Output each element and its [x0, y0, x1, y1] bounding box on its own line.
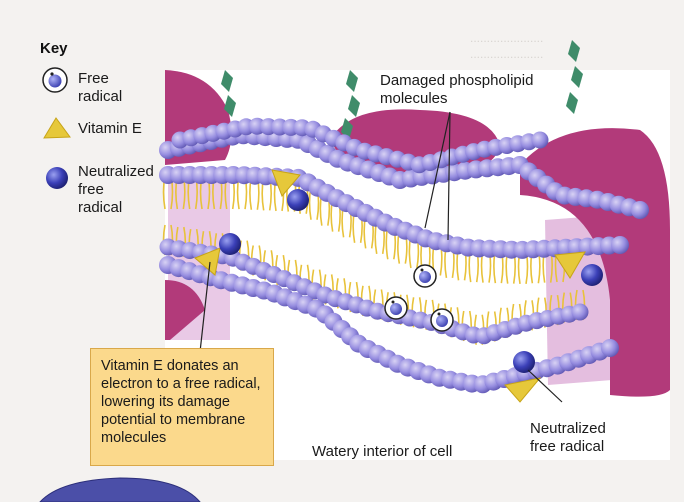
phospholipid-head	[571, 303, 589, 321]
neutralized-radical	[513, 351, 535, 373]
background-text: ........................................…	[470, 31, 544, 61]
free-radical	[430, 308, 454, 332]
phospholipid-head	[601, 339, 619, 357]
vitamin-e-icon	[43, 117, 71, 139]
damaged-label: Damaged phospholipid molecules	[380, 72, 534, 107]
neutralized-radical-icon	[46, 167, 68, 189]
free-radical	[384, 296, 408, 320]
key-free-radical-label: Free radical	[78, 70, 123, 105]
interior-label: Watery interior of cell	[312, 443, 453, 460]
key-vitamin-e-label: Vitamin E	[78, 120, 142, 137]
phospholipid-head	[631, 201, 649, 219]
vitamin-e-molecule	[504, 377, 542, 403]
vitamin-e-molecule	[194, 247, 221, 276]
phospholipid-head	[611, 236, 629, 254]
phospholipid-head	[531, 131, 549, 149]
key-title: Key	[40, 40, 68, 57]
free-radical	[413, 264, 437, 288]
neutralized-radical	[581, 264, 603, 286]
vitamin-e-molecule	[554, 251, 586, 279]
vitamin-e-molecule	[271, 169, 301, 197]
neutralized-label: Neutralized free radical	[530, 420, 606, 455]
phospholipid-heads	[159, 117, 649, 394]
decorative-circle	[39, 477, 201, 502]
protein-left-lower	[165, 280, 205, 340]
vitamin-e-callout: Vitamin E donates an electron to a free …	[90, 348, 274, 466]
free-radical-icon	[42, 67, 68, 93]
neutralized-radical	[287, 189, 309, 211]
key-neutralized-radical-label: Neutralized free radical	[78, 163, 154, 216]
neutralized-radical	[219, 233, 241, 255]
